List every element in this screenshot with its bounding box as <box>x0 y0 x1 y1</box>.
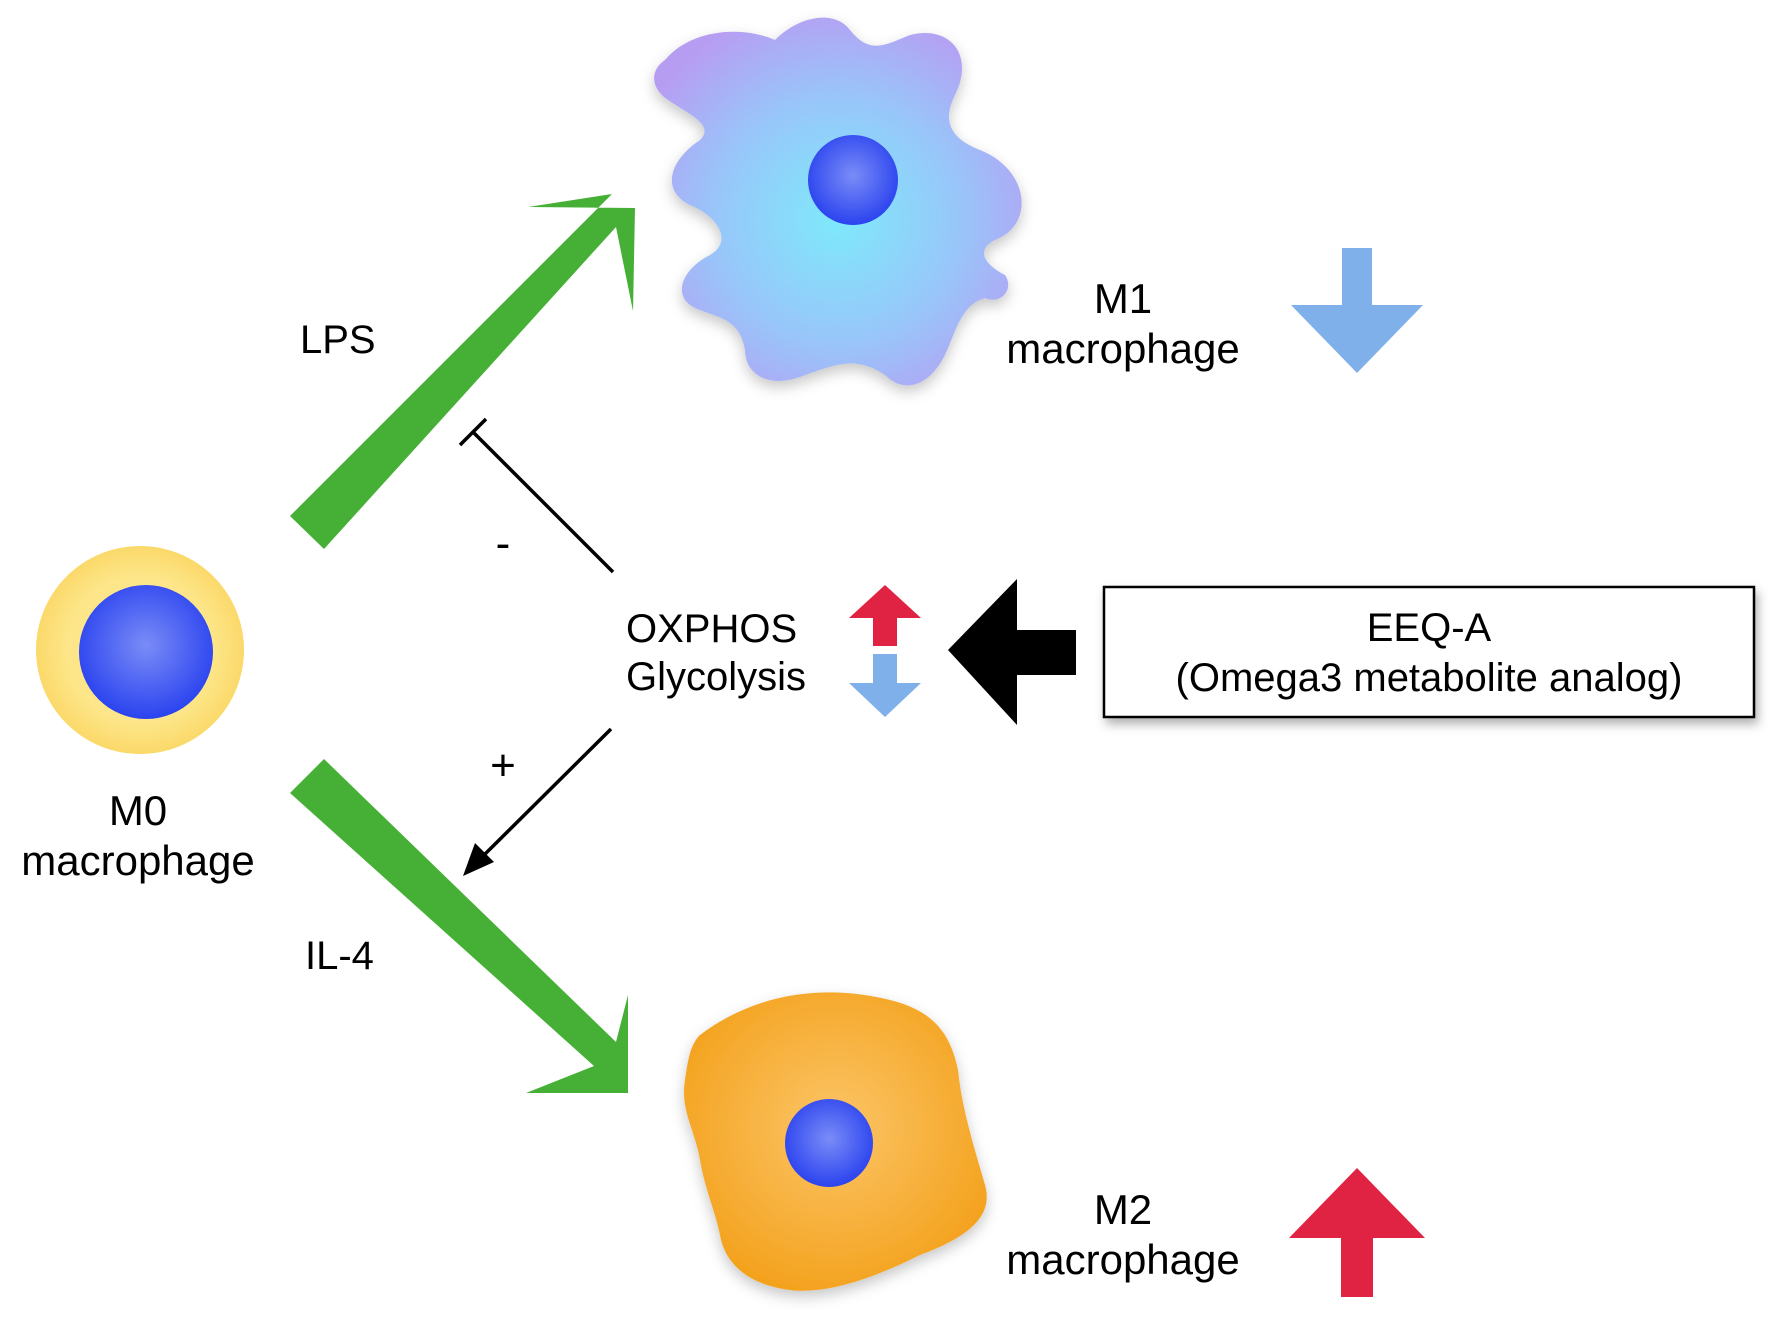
m0-macrophage-cell <box>36 546 244 754</box>
compound-name: EEQ-A <box>1367 606 1492 650</box>
m1-label-line2: macrophage <box>1006 325 1239 372</box>
lps-pathway-arrow <box>290 194 635 549</box>
oxphos-label: OXPHOS <box>626 607 797 651</box>
m2-label-line1: M2 <box>1094 1186 1152 1233</box>
promotion-sign: + <box>490 741 516 790</box>
compound-description: (Omega3 metabolite analog) <box>1176 656 1683 700</box>
lps-label: LPS <box>300 318 376 362</box>
m0-label-line2: macrophage <box>21 837 254 884</box>
glycolysis-label: Glycolysis <box>626 655 806 699</box>
m2-nucleus <box>785 1099 873 1187</box>
m0-label-line1: M0 <box>109 787 167 834</box>
m1-decrease-arrow-icon <box>1291 248 1423 373</box>
compound-action-arrow-icon <box>948 579 1076 725</box>
m2-increase-arrow-icon <box>1289 1168 1425 1297</box>
m0-nucleus <box>79 585 213 719</box>
compound-box-frame <box>1102 585 1756 719</box>
il4-pathway-arrow <box>290 759 628 1093</box>
oxphos-up-arrow-icon <box>849 585 921 646</box>
il4-label: IL-4 <box>305 934 374 978</box>
m2-macrophage-cell <box>683 992 987 1291</box>
compound-box: EEQ-A (Omega3 metabolite analog) <box>1102 585 1756 719</box>
promotion-arrow <box>463 727 613 876</box>
m1-macrophage-cell <box>654 17 1022 386</box>
inhibition-line <box>458 417 615 574</box>
m2-label-line2: macrophage <box>1006 1236 1239 1283</box>
glycolysis-down-arrow-icon <box>849 654 921 717</box>
inhibition-sign: - <box>496 519 511 568</box>
m1-label-line1: M1 <box>1094 275 1152 322</box>
m1-nucleus <box>808 135 898 225</box>
